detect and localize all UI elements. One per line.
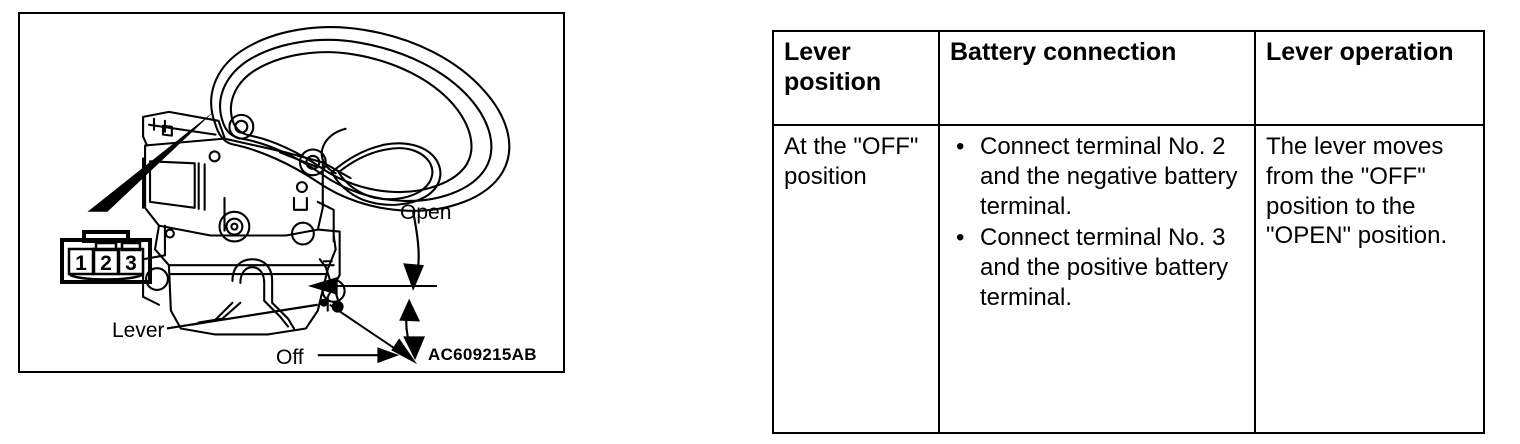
lever-operation-text: The lever moves from the "OFF" position …	[1266, 133, 1448, 250]
lever-position-text: At the "OFF" position	[784, 133, 919, 190]
figure-label-open: Open	[400, 201, 452, 224]
figure-panel: 1 2 3 Lever Open Off AC609215AB	[18, 12, 565, 373]
header-battery-connection: Battery connection	[938, 30, 1256, 126]
connector-leader-wedge	[87, 110, 215, 212]
header-lever-operation: Lever operation	[1254, 30, 1485, 126]
connector-pin-1: 1	[75, 252, 87, 275]
table-row: At the "OFF" position Connect terminal N…	[772, 124, 1485, 434]
table-head: Lever position Battery connection Lever …	[772, 30, 1485, 126]
connector-icon: 1 2 3	[60, 230, 152, 284]
cell-lever-operation: The lever moves from the "OFF" position …	[1254, 124, 1485, 434]
list-item: Connect terminal No. 2 and the negative …	[956, 132, 1245, 221]
cell-battery-connection: Connect terminal No. 2 and the negative …	[938, 124, 1256, 434]
list-item: Connect terminal No. 3 and the positive …	[956, 223, 1245, 312]
connector-pin-3: 3	[125, 252, 137, 275]
lever-operation-table: Lever position Battery connection Lever …	[772, 30, 1485, 434]
connector-pin-2: 2	[100, 252, 112, 275]
table-header-row: Lever position Battery connection Lever …	[772, 30, 1485, 126]
battery-connection-list: Connect terminal No. 2 and the negative …	[950, 132, 1245, 313]
figure-label-off: Off	[276, 346, 304, 369]
lever-pivot-dot	[331, 300, 344, 313]
table-body: At the "OFF" position Connect terminal N…	[772, 124, 1485, 434]
figure-label-lever: Lever	[112, 319, 165, 342]
actuator-assembly-drawing	[87, 26, 511, 365]
header-lever-position: Lever position	[772, 30, 940, 126]
figure-caption-code: AC609215AB	[428, 345, 537, 364]
cell-lever-position: At the "OFF" position	[772, 124, 940, 434]
lever-leader-line	[166, 303, 318, 330]
connector-3pin: 1 2 3	[60, 230, 152, 286]
